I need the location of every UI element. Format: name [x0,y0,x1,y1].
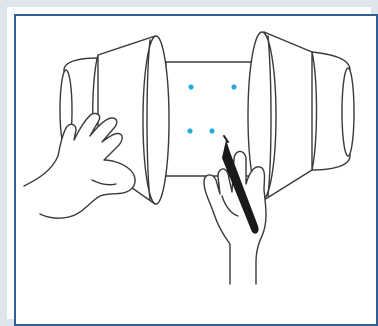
dot-bottom-left [187,128,192,133]
dot-top-right [231,84,236,89]
dot-top-left [188,84,193,89]
dot-bottom-right [209,128,214,133]
